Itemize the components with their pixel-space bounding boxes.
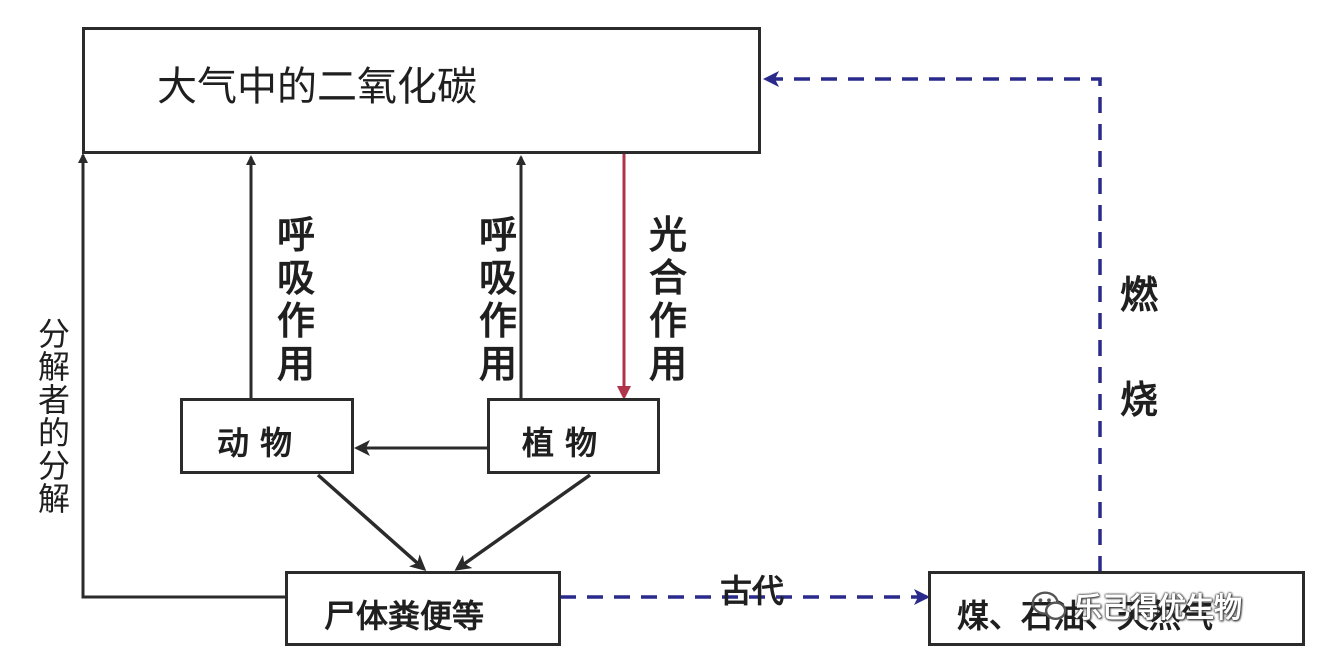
fossil-fuel-box: 煤、石油、天然气 — [928, 571, 1305, 646]
combustion-label: 燃 烧 — [1120, 273, 1159, 422]
combustion-arrow — [763, 71, 1102, 572]
animal-respiration-label: 呼 吸 作 用 — [277, 213, 316, 386]
plant-box: 植 物 — [487, 398, 660, 474]
remains-label: 尸体粪便等 — [324, 597, 485, 635]
ancient-label: 古代 — [720, 572, 785, 610]
animal-label: 动 物 — [217, 424, 293, 462]
fossil-fuel-label: 煤、石油、天然气 — [957, 597, 1214, 635]
atmosphere-co2-label: 大气中的二氧化碳 — [157, 64, 477, 110]
photosynthesis-label: 光 合 作 用 — [649, 213, 688, 386]
plant-respiration-label: 呼 吸 作 用 — [479, 213, 518, 386]
plant-to-remains-arrow — [454, 473, 592, 571]
decomposition-label: 分 解 者 的 分 解 — [38, 315, 71, 518]
remains-box: 尸体粪便等 — [285, 571, 561, 646]
watermark: 乐己得优生物 — [1030, 586, 1242, 626]
plant-label: 植 物 — [522, 424, 598, 462]
wechat-icon — [1031, 591, 1067, 621]
atmosphere-co2-box: 大气中的二氧化碳 — [82, 27, 761, 154]
decomposition-arrow — [78, 153, 286, 599]
animal-to-remains-arrow — [316, 473, 427, 571]
watermark-text: 乐己得优生物 — [1074, 591, 1243, 624]
animal-box: 动 物 — [180, 398, 354, 474]
